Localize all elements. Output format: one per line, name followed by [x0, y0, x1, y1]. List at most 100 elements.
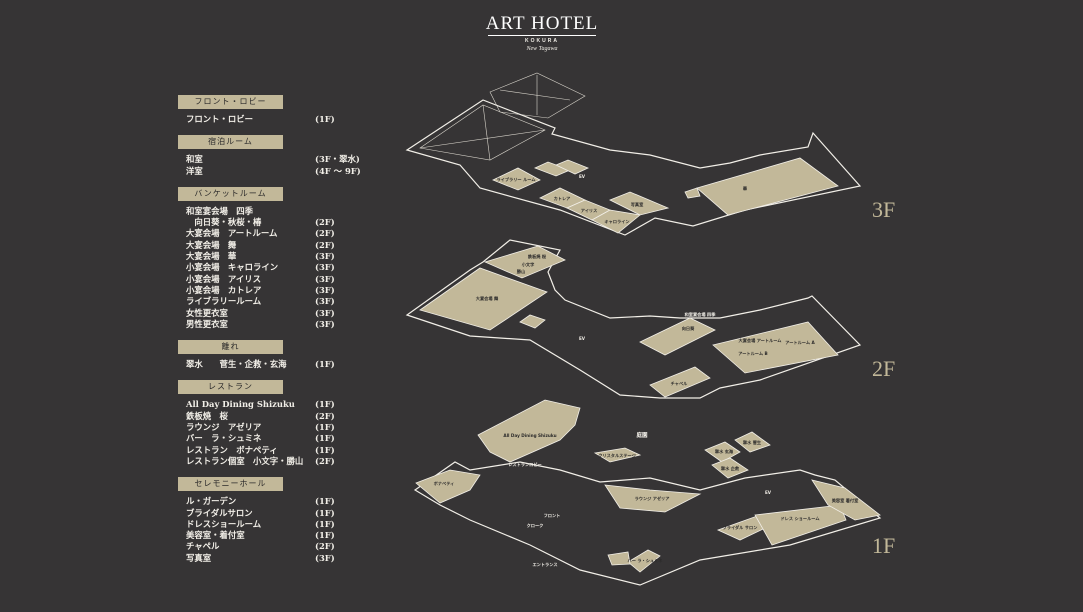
- room-shiki: [639, 317, 716, 356]
- label-hana: 華: [743, 185, 748, 192]
- facility-floor: (1F): [315, 114, 335, 124]
- room-photo: [607, 551, 631, 566]
- room-bar: [627, 549, 661, 573]
- logo-title: ART HOTEL: [485, 13, 599, 34]
- facility-legend: フロント・ロビーフロント・ロビー(1F)宿泊ルーム和室(3F・翠水)洋室(4F …: [178, 95, 378, 564]
- legend-item: レストラン個室 小文字・勝山(2F): [178, 456, 378, 467]
- facility-name: ドレスショールーム: [186, 518, 262, 529]
- facility-name: 小宴会場 アイリス: [186, 273, 261, 284]
- legend-list: All Day Dining Shizuku(1F)鉄板焼 桜(2F)ラウンジ …: [178, 394, 378, 467]
- label-front: フロント: [544, 513, 561, 519]
- room-suisui-kiku: [711, 457, 749, 479]
- legend-item: 小宴会場 アイリス (3F): [178, 274, 378, 285]
- facility-name: 男性更衣室: [186, 318, 228, 329]
- label-mai: 大宴会場 舞: [476, 295, 499, 302]
- facility-floor: (3F): [315, 262, 335, 273]
- legend-item: バー ラ・シュミネ(1F): [178, 433, 378, 444]
- floor-3f-outline: [405, 99, 862, 236]
- legend-item: レストラン ボナペティ (1F): [178, 445, 378, 456]
- room-lounge: [604, 484, 702, 513]
- room-mai: [419, 267, 548, 331]
- label-dining: All Day Dining Shizuku: [503, 433, 556, 438]
- label-bar: バー ラ・シュミネ: [628, 557, 663, 564]
- facility-floor: (1F): [315, 422, 335, 433]
- label-artroom: 大宴会場 アートルーム: [739, 337, 782, 344]
- facility-floor: (2F): [315, 455, 335, 466]
- label-cattleya: カトレア: [554, 195, 572, 202]
- legend-section-header: 離れ: [178, 340, 283, 355]
- legend-item: 鉄板焼 桜(2F): [178, 411, 378, 422]
- label-entrance: エントランス: [532, 562, 557, 568]
- room-hana: [696, 157, 839, 216]
- facility-floor: (3F): [315, 307, 335, 318]
- room-beauty: [811, 479, 881, 521]
- facility-floor: (1F): [315, 530, 335, 541]
- legend-list: フロント・ロビー (1F): [178, 109, 378, 125]
- label-lobby: レストランロビー: [508, 461, 542, 468]
- legend-section: セレモニーホールル・ガーデン(1F)ブライダルサロン(1F)ドレスショールーム(…: [178, 477, 378, 564]
- floor-3f-map: ライブラリー ルーム カトレア アイリス キャロライン 写真室 華 EV: [405, 72, 862, 236]
- facility-floor: (1F): [315, 518, 335, 529]
- facility-name: ブライダルサロン: [186, 507, 253, 518]
- facility-floor: (3F): [315, 251, 335, 262]
- legend-section-header: レストラン: [178, 380, 283, 395]
- legend-item: ライブラリールーム(3F): [178, 296, 378, 307]
- facility-floor: (3F・翠水): [315, 154, 360, 165]
- facility-floor: (1F): [315, 399, 335, 410]
- legend-item: フロント・ロビー (1F): [178, 114, 378, 125]
- room-chapel: [649, 366, 711, 398]
- label-ev: EV: [579, 336, 586, 341]
- facility-floor: (1F): [315, 507, 335, 518]
- legend-item: 男性更衣室 (3F): [178, 319, 378, 330]
- room-photo-studio: [609, 191, 670, 216]
- legend-item: 大宴会場 華(3F): [178, 251, 378, 262]
- facility-name: レストラン ボナペティ: [186, 444, 278, 455]
- facility-floor: (3F): [315, 273, 335, 284]
- label-cloak: クローク: [527, 522, 544, 529]
- legend-item: 美容室・着付室(1F): [178, 530, 378, 541]
- floor-1f-outline: [413, 461, 882, 586]
- room-suisui-genkai: [704, 441, 741, 463]
- label-kiku: 翠水 企救: [721, 465, 740, 472]
- hotel-logo: ART HOTEL KOKURA New Tagawa: [480, 13, 604, 53]
- legend-item: 小宴会場 キャロライン(3F): [178, 262, 378, 273]
- label-ev: EV: [579, 174, 586, 179]
- facility-floor: (3F): [315, 318, 335, 329]
- roof-line: [419, 129, 546, 149]
- roof-line: [499, 89, 571, 101]
- facility-floor: (3F): [315, 284, 335, 295]
- room-suisui-suga: [734, 431, 771, 453]
- label-ev: EV: [765, 490, 772, 495]
- legend-list: 和室(3F・翠水)洋室(4F ～ 9F): [178, 149, 378, 177]
- facility-name: 洋室: [186, 165, 203, 176]
- legend-item: 和室 (3F・翠水): [178, 154, 378, 165]
- facility-name: 写真室: [186, 552, 212, 563]
- label-crystal: クリスタルステージ: [598, 452, 636, 459]
- room-bonappetit: [415, 469, 481, 504]
- legend-list: 翠水 菅生・企救・玄海(1F): [178, 354, 378, 370]
- facility-name: 翠水 菅生・企救・玄海: [186, 359, 287, 370]
- facility-floor: (3F): [315, 552, 335, 563]
- facility-name: 女性更衣室: [186, 307, 228, 318]
- legend-item: ラウンジ アゼリア(1F): [178, 422, 378, 433]
- legend-section: バンケットルーム和室宴会場 四季 向日葵・秋桜・椿(2F)大宴会場 アートルーム…: [178, 186, 378, 330]
- facility-floor: (1F): [315, 444, 335, 455]
- facility-name: 和室: [186, 154, 203, 165]
- legend-section-header: セレモニーホール: [178, 477, 283, 492]
- legend-list: 和室宴会場 四季 向日葵・秋桜・椿(2F)大宴会場 アートルーム(2F)大宴会場…: [178, 201, 378, 330]
- legend-item: ドレスショールーム (1F): [178, 519, 378, 530]
- label-katsuyama: 勝山: [517, 268, 525, 275]
- facility-name: 鉄板焼 桜: [186, 410, 228, 421]
- room-dress-showroom: [754, 504, 847, 546]
- label-komonji: 小文字: [522, 261, 535, 268]
- label-himawari: 向日葵: [682, 325, 695, 332]
- legend-item: チャペル(2F): [178, 541, 378, 552]
- label-lounge: ラウンジ アゼリア: [635, 495, 671, 502]
- facility-name: バー ラ・シュミネ: [186, 433, 262, 444]
- legend-item: 大宴会場 舞(2F): [178, 240, 378, 251]
- facility-floor: (2F): [315, 541, 335, 552]
- logo-subtitle: KOKURA: [525, 38, 559, 44]
- room-crystal-stage: [593, 447, 642, 463]
- label-suga: 翠水 菅生: [743, 439, 762, 446]
- facility-name: フロント・ロビー: [186, 114, 253, 124]
